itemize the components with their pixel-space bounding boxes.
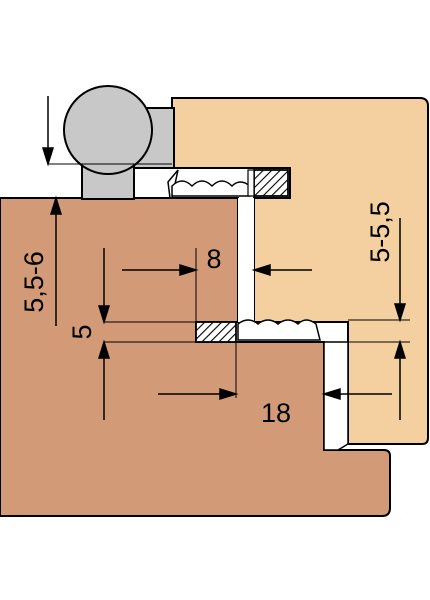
label-18: 18: [261, 398, 291, 428]
dimension-8: [122, 248, 312, 322]
dimension-5-5-5: [324, 218, 410, 420]
label-5-5-5: 5-5,5: [365, 201, 395, 263]
label-8: 8: [206, 244, 221, 274]
dimension-18: [158, 342, 392, 401]
dimension-5-5-6: [41, 96, 172, 326]
label-5: 5: [67, 324, 97, 339]
dimension-5: [97, 248, 196, 420]
lower-gasket: [195, 319, 321, 343]
upper-gasket: [167, 169, 289, 199]
hinge-knuckle-icon: [63, 85, 175, 200]
rebate-gap: [238, 198, 254, 322]
label-5-5-6: 5,5-6: [19, 251, 49, 313]
